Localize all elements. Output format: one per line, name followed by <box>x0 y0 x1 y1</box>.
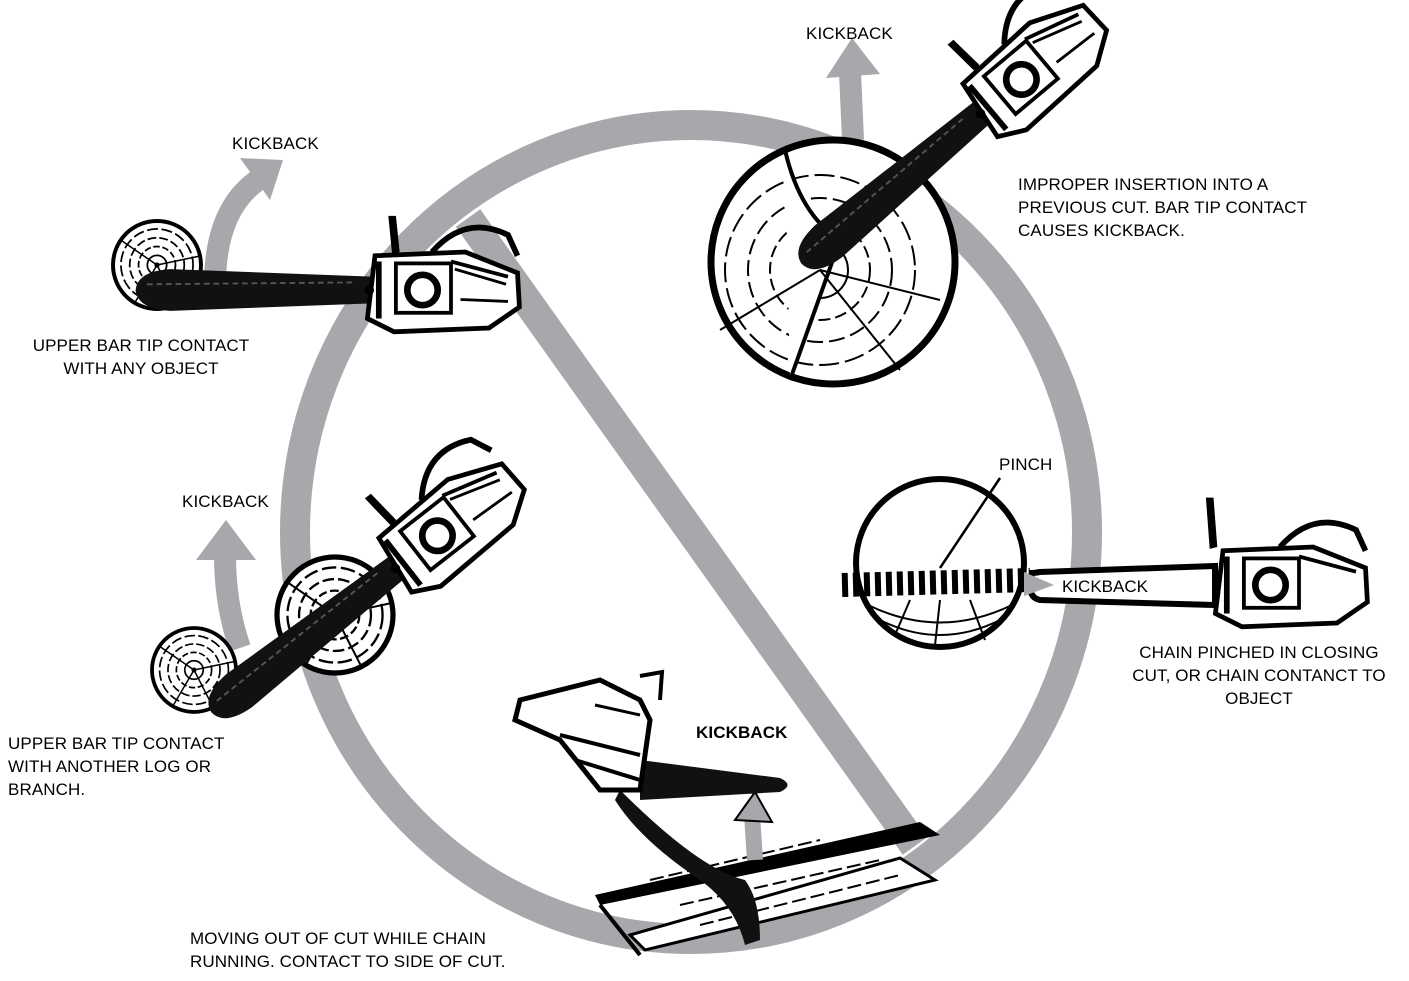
kickback-label-top: KICKBACK <box>806 24 893 43</box>
log-cross-section-icon <box>853 476 1027 650</box>
log-icon <box>595 822 940 957</box>
chainsaw-icon <box>136 216 520 332</box>
kickback-arrow-icon <box>204 158 283 286</box>
chain-pinched-caption: CHAIN PINCHED IN CLOSING CUT, OR CHAIN C… <box>1132 643 1386 708</box>
moving-out-caption: MOVING OUT OF CUT WHILE CHAIN RUNNING. C… <box>190 929 506 971</box>
upper-bar-tip-any-caption: UPPER BAR TIP CONTACT WITH ANY OBJECT <box>32 336 250 378</box>
kickback-label-upper-left: KICKBACK <box>232 134 319 153</box>
kickback-arrow-icon <box>826 38 880 141</box>
improper-insertion-caption: IMPROPER INSERTION INTO A PREVIOUS CUT. … <box>1018 175 1308 240</box>
pinch-label: PINCH <box>999 455 1053 474</box>
kickback-label-bottom: KICKBACK <box>696 723 788 742</box>
kickback-label-mid-left: KICKBACK <box>182 492 269 511</box>
chainsaw-icon <box>841 497 1370 630</box>
kickback-arrow-icon <box>1024 572 1054 596</box>
kickback-label-bar: KICKBACK <box>1062 577 1148 596</box>
chainsaw-icon <box>512 669 788 945</box>
kickback-arrow-icon <box>196 520 256 652</box>
kickback-arrow-icon <box>733 790 774 861</box>
upper-bar-tip-log-caption: UPPER BAR TIP CONTACT WITH ANOTHER LOG O… <box>8 734 225 799</box>
pinch-leader-line <box>938 477 1002 569</box>
